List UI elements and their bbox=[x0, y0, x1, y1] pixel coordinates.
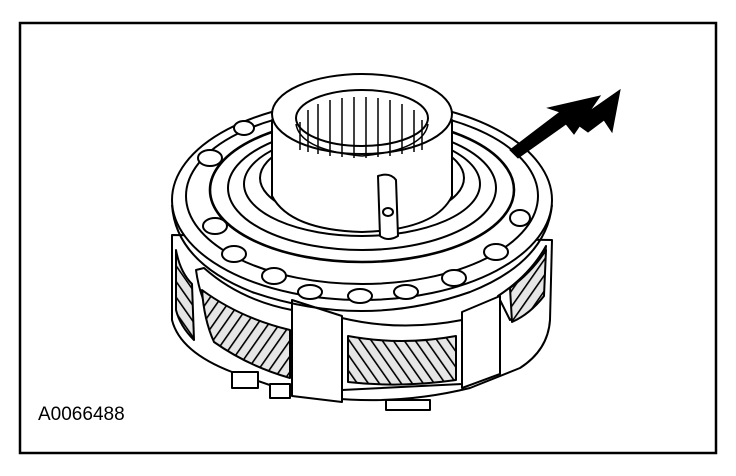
planet-gear-right bbox=[509, 249, 547, 323]
carrier-tab-2 bbox=[269, 383, 291, 399]
carrier-strut-2 bbox=[461, 295, 501, 389]
planetary-gear-carrier-icon bbox=[171, 73, 553, 411]
carrier-top-rim bbox=[171, 204, 553, 312]
hub-lube-hole bbox=[382, 207, 394, 217]
carrier-tab-1 bbox=[231, 371, 259, 389]
figure-id-label: A0066488 bbox=[38, 404, 125, 425]
internal-splines bbox=[295, 97, 429, 158]
carrier-tab-3 bbox=[385, 399, 431, 411]
planet-gear-left bbox=[201, 289, 291, 379]
pinion-holes bbox=[197, 120, 531, 304]
pointer-arrow-icon bbox=[509, 88, 621, 159]
planet-gear-center bbox=[347, 335, 457, 386]
carrier-strut-1 bbox=[291, 299, 343, 403]
splined-bore bbox=[295, 89, 429, 147]
figure-border bbox=[18, 21, 718, 455]
gear-left-outer bbox=[175, 249, 195, 341]
hub-lube-slot bbox=[377, 173, 399, 240]
